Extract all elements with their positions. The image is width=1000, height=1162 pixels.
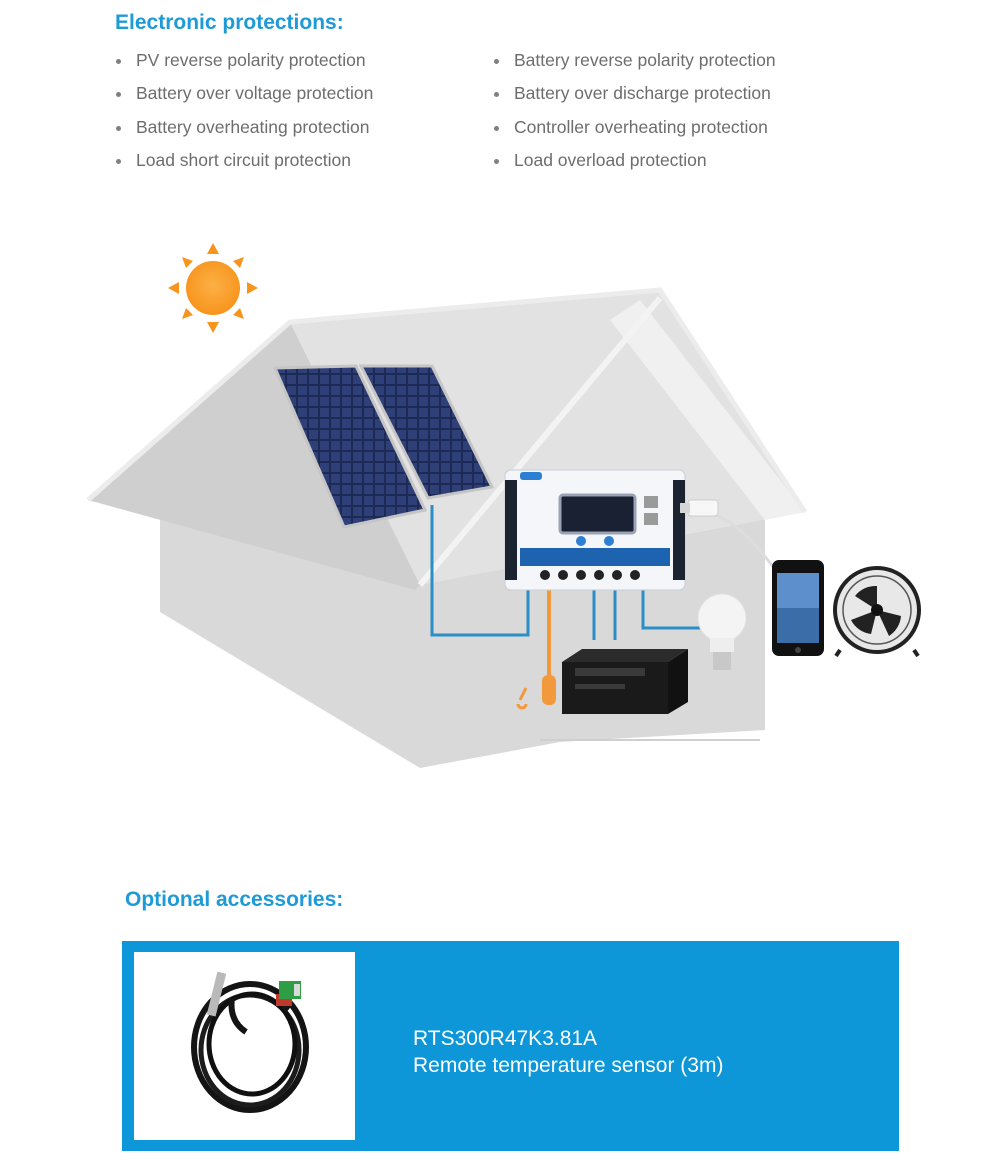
accessory-model: RTS300R47K3.81A <box>413 1027 598 1050</box>
protection-item: Battery overheating protection <box>114 115 373 148</box>
protection-item: PV reverse polarity protection <box>114 48 373 81</box>
smartphone-icon <box>772 560 824 656</box>
bullet-icon <box>494 125 499 131</box>
solar-panel-icon <box>272 364 495 529</box>
battery-icon <box>562 649 688 714</box>
protection-label: Battery over discharge protection <box>514 83 771 104</box>
accessories-heading: Optional accessories: <box>125 888 344 911</box>
protection-label: Load short circuit protection <box>136 150 351 171</box>
protection-label: Battery overheating protection <box>136 116 370 137</box>
light-bulb-icon <box>697 593 747 670</box>
charge-controller-icon <box>504 469 686 591</box>
protection-item: Load short circuit protection <box>114 148 373 181</box>
protections-list-left: PV reverse polarity protection Battery o… <box>114 48 373 182</box>
protection-item: Load overload protection <box>492 148 776 181</box>
accessory-name: Remote temperature sensor (3m) <box>413 1054 724 1077</box>
protections-heading: Electronic protections: <box>115 11 344 34</box>
fan-icon <box>833 566 921 658</box>
protection-item: Battery reverse polarity protection <box>492 48 776 81</box>
bullet-icon <box>116 59 121 64</box>
sun-icon <box>168 243 258 333</box>
accessory-description: RTS300R47K3.81A Remote temperature senso… <box>413 1025 723 1079</box>
protection-label: PV reverse polarity protection <box>136 50 366 70</box>
protection-label: Battery over voltage protection <box>136 83 374 104</box>
accessory-panel: RTS300R47K3.81A Remote temperature senso… <box>122 941 899 1151</box>
solar-system-illustration <box>86 243 921 768</box>
bullet-icon <box>116 92 121 98</box>
protection-item: Controller overheating protection <box>492 115 776 148</box>
house-illustration <box>86 287 808 768</box>
temperature-sensor-cable-icon <box>191 971 309 1113</box>
bullet-icon <box>494 59 499 64</box>
usb-plug-icon <box>680 499 719 517</box>
protections-list-right: Battery reverse polarity protection Batt… <box>492 48 776 182</box>
protection-item: Battery over voltage protection <box>114 81 373 114</box>
bullet-icon <box>494 159 499 165</box>
protection-label: Battery reverse polarity protection <box>514 50 776 70</box>
bullet-icon <box>116 159 121 165</box>
temperature-sensor-icon <box>516 675 556 710</box>
bullet-icon <box>494 92 499 98</box>
protection-label: Load overload protection <box>514 150 707 171</box>
bullet-icon <box>116 125 121 131</box>
accessory-photo <box>134 952 355 1140</box>
protection-label: Controller overheating protection <box>514 116 768 137</box>
protection-item: Battery over discharge protection <box>492 81 776 114</box>
